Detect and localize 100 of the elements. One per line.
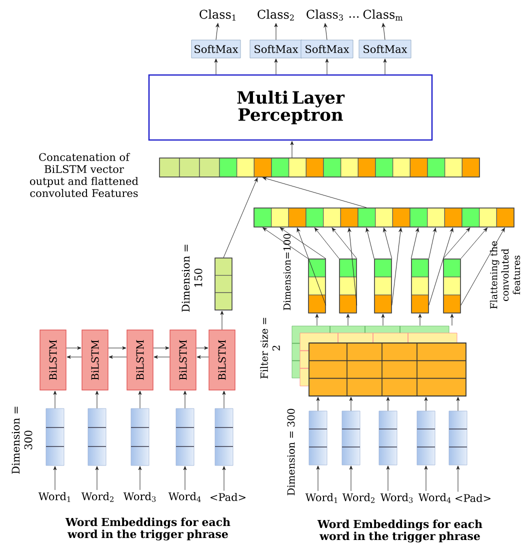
bilstm-box: BiLSTM	[126, 330, 154, 390]
arrow	[316, 396, 320, 412]
arrow	[456, 396, 460, 412]
flattening-note: Flattening the convoluted features	[490, 241, 520, 309]
embedding-vector	[342, 410, 360, 466]
arrow	[183, 390, 187, 409]
arrow	[154, 355, 170, 359]
feature-vector	[254, 208, 514, 228]
ellipsis-text: ...	[349, 16, 359, 18]
arrow	[428, 228, 436, 259]
bilstm-box: BiLSTM	[82, 330, 108, 390]
class-label: Class$_{m}$	[363, 10, 403, 20]
bilstm-box: BiLSTM	[170, 330, 196, 390]
arrow	[262, 227, 308, 259]
arrow	[274, 58, 278, 75]
arrow	[346, 314, 350, 326]
arrow	[348, 228, 358, 306]
arrow	[366, 228, 374, 259]
arrow	[314, 228, 340, 259]
feature-map-stack	[292, 326, 466, 396]
arrow	[53, 466, 57, 490]
arrow	[138, 390, 142, 409]
class-label: Class$_{1}$	[200, 10, 236, 20]
dimension-label: Dimension = 150	[182, 244, 202, 312]
arrow	[274, 23, 278, 40]
word-label: Word$_{1}$	[38, 492, 70, 502]
arrow	[223, 178, 258, 258]
word-label: Word$_{4}$	[418, 493, 451, 503]
arrow	[383, 228, 392, 259]
arrow	[95, 466, 99, 490]
dimension-label: Dimension = 300	[287, 408, 295, 496]
arrow	[196, 355, 209, 359]
arrow	[450, 314, 454, 326]
softmax-box: SoftMax	[250, 40, 302, 58]
arrow	[214, 58, 218, 75]
arrow	[460, 228, 505, 306]
arrow	[66, 355, 82, 359]
arrow	[315, 314, 319, 326]
filter-size-label: Filter size = 2	[260, 318, 280, 379]
embedding-vector	[448, 410, 468, 466]
softmax-box: SoftMax	[191, 40, 241, 58]
bilstm-box: BiLSTM	[208, 330, 236, 390]
word-label: Word$_{3}$	[380, 493, 413, 503]
arrow	[108, 355, 127, 359]
arrow	[53, 390, 57, 409]
caption-text: Word Embeddings for each word in the trigger phrase	[65, 518, 230, 540]
arrow	[442, 228, 470, 259]
arrow	[424, 396, 428, 412]
word-label: Word$_{4}$	[168, 492, 201, 502]
concatenated-vector	[159, 158, 480, 178]
arrow	[316, 466, 320, 492]
caption-text: Word Embeddings for each word in the trigger phrase	[317, 520, 482, 542]
arrow	[216, 23, 220, 40]
arrow	[222, 390, 226, 409]
softmax-box: SoftMax	[358, 40, 412, 58]
embedding-vector	[308, 410, 328, 466]
arrow	[381, 314, 385, 326]
arrow	[325, 58, 329, 75]
arrow	[290, 141, 294, 158]
pooled-feature-column	[411, 258, 429, 314]
class-label: Class$_{2}$	[258, 10, 294, 20]
arrow	[392, 228, 402, 306]
arrow	[196, 346, 208, 350]
pooled-feature-column	[443, 258, 461, 314]
arrow	[418, 314, 422, 326]
word-label: Word$_{2}$	[342, 493, 374, 503]
arrow	[386, 466, 390, 492]
dimension-label: Dimension=100	[283, 234, 291, 310]
pooled-feature-column	[339, 258, 357, 314]
arrow	[66, 346, 82, 350]
embedding-vector	[176, 408, 194, 466]
softmax-box: SoftMax	[300, 40, 354, 58]
vector-caption: Concatenation of BiLSTM vector output and flattened convoluted Features	[30, 152, 138, 198]
arrow	[383, 58, 387, 75]
embedding-vector	[416, 410, 436, 466]
class-label: Class$_{3}$	[306, 10, 343, 21]
arrow	[349, 396, 353, 412]
arrow	[296, 228, 326, 306]
arrow	[222, 466, 226, 491]
arrow	[280, 227, 326, 259]
embedding-vector	[378, 410, 398, 466]
arrow	[349, 466, 353, 492]
arrow	[460, 228, 488, 259]
embedding-vector	[46, 408, 64, 466]
dimension-label: Dimension = 300	[12, 406, 32, 474]
embedding-vector	[88, 408, 106, 466]
bilstm-box: BiLSTM	[40, 330, 66, 390]
embedding-vector	[214, 408, 234, 466]
arrow	[386, 396, 390, 412]
arrow	[262, 176, 367, 208]
arrow	[456, 466, 460, 492]
arrow	[332, 228, 358, 259]
word-label: <Pad>	[210, 492, 246, 502]
arrow	[410, 228, 420, 259]
arrow	[324, 23, 328, 40]
arrow	[95, 390, 99, 409]
arrow	[108, 346, 126, 350]
arrow	[424, 466, 428, 492]
arrow	[428, 228, 454, 306]
word-label: Word$_{3}$	[123, 492, 156, 502]
